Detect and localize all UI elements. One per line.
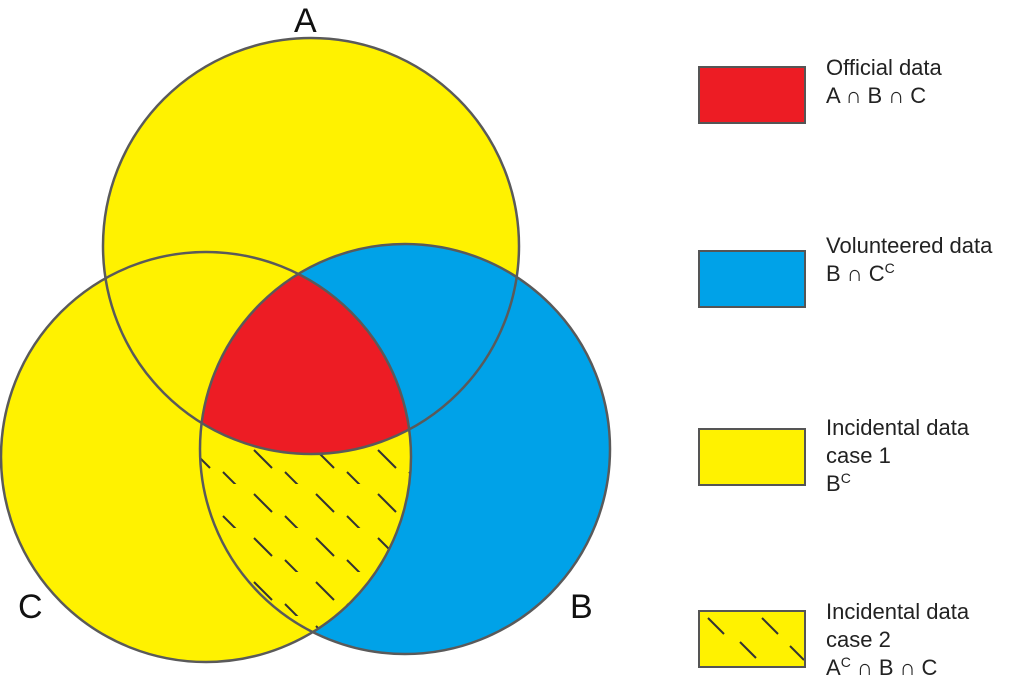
set-label-a: A [294, 2, 317, 40]
legend-hatch-icon [707, 617, 804, 661]
set-label-b: B [570, 588, 593, 626]
legend-subtitle-incidental-2: case 2 [826, 627, 891, 652]
set-label-c: C [18, 588, 43, 626]
legend-title-official: Official data [826, 55, 942, 80]
legend-title-incidental-1: Incidental data [826, 415, 970, 440]
legend-formula-incidental-1: BC [826, 470, 851, 496]
legend-formula-official: A ∩ B ∩ C [826, 83, 927, 108]
legend-formula-incidental-2: AC ∩ B ∩ C [826, 654, 938, 680]
legend-subtitle-incidental-1: case 1 [826, 443, 891, 468]
legend-title-incidental-2: Incidental data [826, 599, 970, 624]
circle-c-outline [0, 250, 413, 664]
legend-swatch-official [698, 66, 806, 124]
legend-swatch-incidental-1 [698, 428, 806, 486]
legend-swatch-volunteered [698, 250, 806, 308]
legend-title-volunteered: Volunteered data [826, 233, 993, 258]
circle-a-outline [101, 36, 521, 456]
circle-b-outline [198, 242, 612, 656]
legend-formula-volunteered: B ∩ CC [826, 260, 895, 286]
venn-diagram [0, 36, 612, 664]
region-a-and-b-and-c [200, 252, 411, 454]
legend-swatch-incidental-2 [698, 610, 806, 668]
